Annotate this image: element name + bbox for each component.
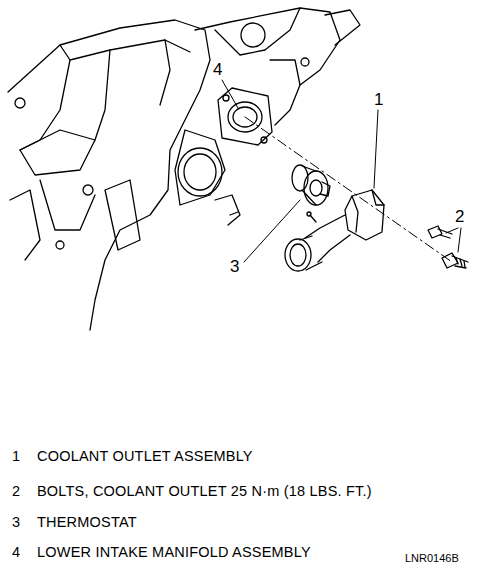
legend-number: 3 (12, 515, 20, 530)
part-name: THERMOSTAT (37, 515, 137, 530)
part-name: LOWER INTAKE MANIFOLD ASSEMBLY (37, 545, 311, 560)
legend-number: 1 (12, 449, 20, 464)
callout-number: 3 (230, 258, 239, 275)
part-name: BOLTS, COOLANT OUTLET 25 N·m (18 LBS. FT… (37, 484, 372, 499)
part-name: COOLANT OUTLET ASSEMBLY (37, 449, 253, 464)
callout-number: 2 (455, 208, 464, 225)
legend-number: 4 (12, 545, 20, 560)
figure-code: LNR0146B (405, 553, 459, 564)
callout-number: 1 (374, 91, 383, 108)
callout-number: 4 (213, 61, 222, 78)
legend-number: 2 (12, 484, 20, 499)
